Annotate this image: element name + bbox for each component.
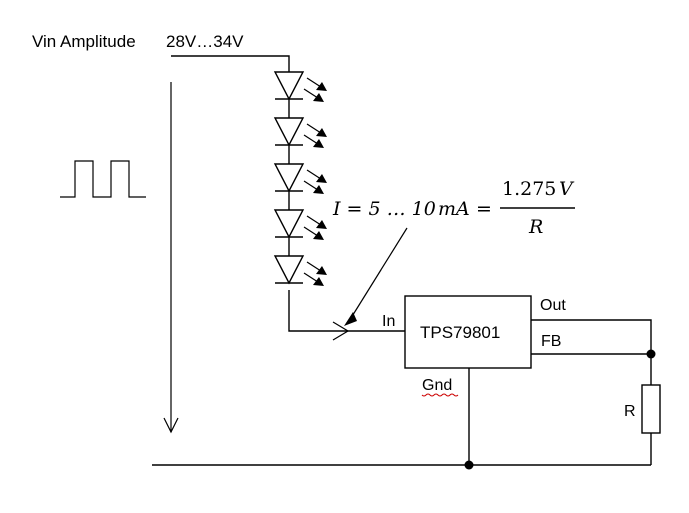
equation-equals: = [476,198,492,220]
pin-gnd-label: Gnd [422,377,452,394]
led-diode-icon [273,117,327,164]
equation-lhs-unit: mA [438,198,470,220]
equation-denominator: R [528,216,543,238]
resistor [641,384,661,434]
pin-out-label: Out [540,297,566,314]
regulator-name: TPS79801 [420,323,500,342]
current-equation: I = 5 … 10 mA = 1.275 V R [332,178,575,238]
spellcheck-squiggle [421,393,459,397]
ground-junction-dot [464,460,474,470]
vin-range-label: 28V…34V [166,32,244,51]
current-arrowhead [332,321,350,341]
equation-numerator-unit: V [559,178,575,200]
out-wire [531,319,652,385]
resistor-label: R [624,403,636,420]
fb-junction-dot [646,349,656,359]
equation-lhs: I = 5 … 10 [332,198,436,220]
led-diode-icon [273,255,327,286]
vin-direction-arrow [163,82,179,434]
equation-numerator: 1.275 [502,178,556,200]
pin-in-label: In [382,313,395,330]
led-string [273,71,327,286]
supply-wire [171,55,290,72]
led-diode-icon [273,209,327,256]
annotation-arrow [344,227,408,326]
pulse-waveform-icon [60,160,146,198]
led-diode-icon [273,163,327,210]
led-to-in-wire [288,290,405,332]
pin-fb-label: FB [541,333,561,350]
regulator-chip [404,295,532,369]
led-diode-icon [273,71,327,118]
vin-amplitude-label: Vin Amplitude [32,32,136,51]
